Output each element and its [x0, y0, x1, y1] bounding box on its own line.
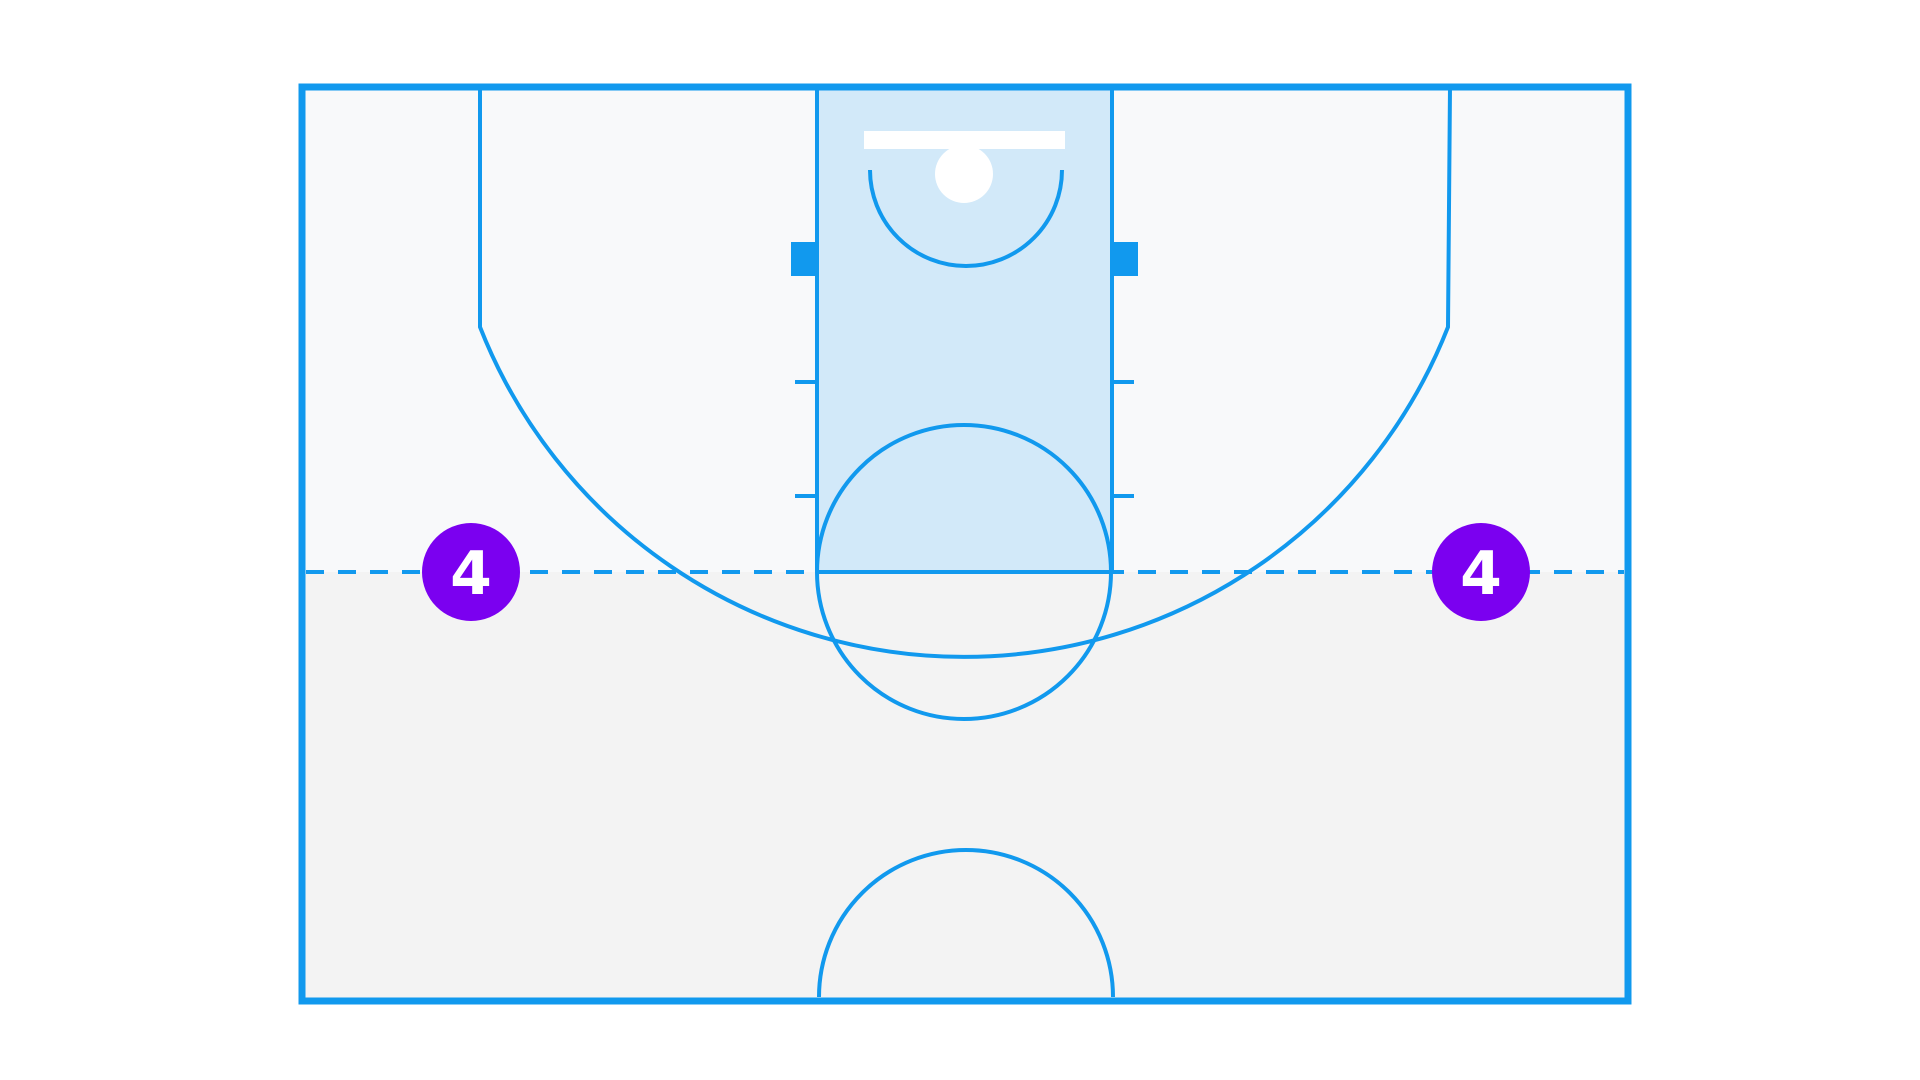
player-number: 4: [450, 539, 492, 609]
player-marker-left[interactable]: 4: [422, 523, 520, 621]
lower-floor: [302, 572, 1628, 1001]
lane-block-left: [791, 242, 817, 276]
backboard: [864, 131, 1065, 149]
center-circle-arc: [817, 848, 1115, 998]
rim: [935, 145, 993, 203]
court-boundary: [298, 83, 1632, 1005]
lane-block-right: [1112, 242, 1138, 276]
three-point-line: [478, 86, 1452, 659]
player-marker-right[interactable]: 4: [1432, 523, 1530, 621]
player-number: 4: [1460, 539, 1502, 609]
restricted-area-arc: [868, 169, 1064, 268]
player-marker-icon: [422, 523, 520, 621]
player-marker-icon: [1432, 523, 1530, 621]
